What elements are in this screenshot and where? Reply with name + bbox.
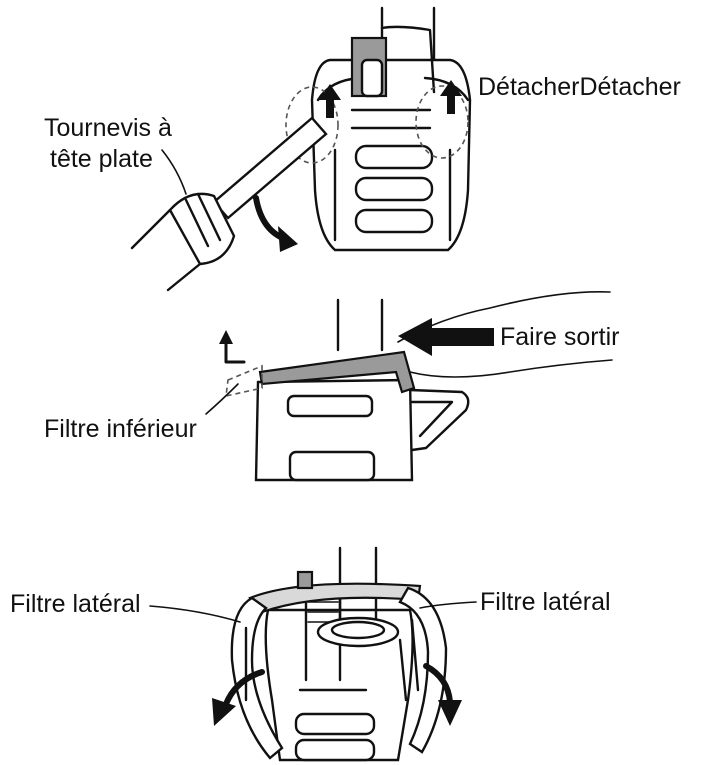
label-screwdriver-line2: tête plate bbox=[50, 145, 153, 173]
lower-filter-leader bbox=[206, 384, 238, 414]
top-tab bbox=[298, 572, 312, 588]
grill-slot-2 bbox=[356, 178, 432, 200]
panel-side-filters bbox=[150, 548, 476, 760]
side-filter-left-leader bbox=[150, 606, 240, 622]
curved-arrow-icon bbox=[256, 198, 298, 252]
screwdriver bbox=[132, 118, 326, 290]
corner-arrow-icon bbox=[219, 330, 244, 362]
label-screwdriver-line1: Tournevis à bbox=[44, 114, 172, 142]
tube bbox=[338, 300, 382, 350]
push-arrow-icon bbox=[398, 318, 494, 356]
label-detacher: DétacherDétacher bbox=[478, 73, 681, 101]
label-side-filter-right: Filtre latéral bbox=[480, 588, 611, 616]
panel-push-out bbox=[206, 292, 612, 480]
label-lower-filter: Filtre inférieur bbox=[44, 415, 197, 443]
panel-detach bbox=[132, 8, 470, 290]
label-push-out: Faire sortir bbox=[500, 323, 619, 351]
grill-slot-1 bbox=[356, 146, 432, 168]
grill-slot-3 bbox=[356, 210, 432, 232]
label-side-filter-left: Filtre latéral bbox=[10, 590, 141, 618]
screwdriver-leader bbox=[162, 150, 186, 194]
